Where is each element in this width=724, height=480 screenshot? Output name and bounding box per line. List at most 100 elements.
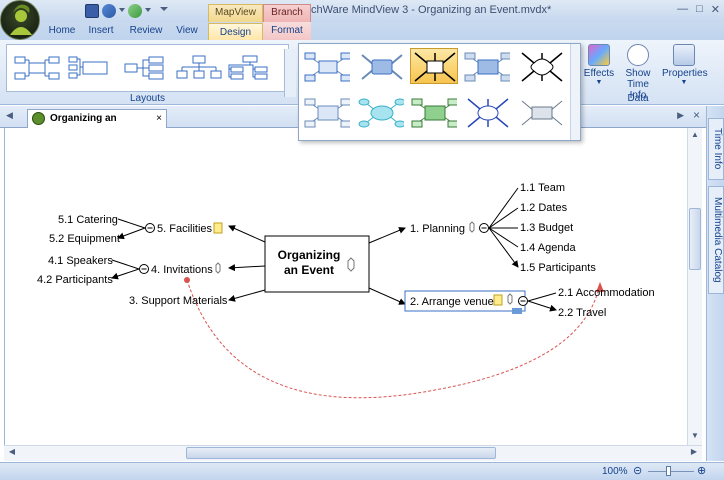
tab-review[interactable]: Review xyxy=(129,25,163,36)
branch-planning[interactable]: 1. Planning xyxy=(410,223,465,235)
horizontal-scroll-thumb[interactable] xyxy=(186,447,496,459)
tab-format[interactable]: Format xyxy=(263,22,311,40)
sub-speakers[interactable]: 4.1 Speakers xyxy=(48,255,113,267)
gallery-style-6[interactable] xyxy=(303,94,351,130)
branch-facilities[interactable]: 5. Facilities xyxy=(157,223,213,235)
undo-icon[interactable] xyxy=(102,4,116,18)
gallery-style-8[interactable] xyxy=(410,94,458,130)
effects-dropdown-icon: ▼ xyxy=(595,79,603,86)
properties-button[interactable]: Properties ▼ xyxy=(662,44,708,86)
maximize-icon[interactable]: □ xyxy=(696,3,703,15)
quick-access-toolbar xyxy=(42,3,168,19)
horizontal-scrollbar[interactable]: ◀ ▶ xyxy=(4,445,702,461)
zoom-slider-thumb[interactable] xyxy=(666,466,671,476)
minimize-icon[interactable]: — xyxy=(677,3,689,15)
mindmap-canvas[interactable]: Organizing an Event 1. Planning 1.1 Team… xyxy=(4,128,687,445)
tab-insert[interactable]: Insert xyxy=(88,25,114,36)
undo-dropdown-icon[interactable] xyxy=(119,8,125,14)
time-info-tab[interactable]: Time Info xyxy=(708,118,724,180)
branch-arrange-venue[interactable]: 2. Arrange venue xyxy=(410,296,494,308)
zoom-slider-track[interactable] xyxy=(648,471,694,472)
app-menu-button[interactable] xyxy=(0,0,40,40)
tab-scroll-left-icon[interactable]: ◀ xyxy=(6,110,13,120)
root-node[interactable] xyxy=(264,235,370,293)
sub-catering[interactable]: 5.1 Catering xyxy=(58,214,118,226)
sub-dates[interactable]: 1.2 Dates xyxy=(520,202,568,214)
save-icon[interactable] xyxy=(85,4,99,18)
scroll-right-icon[interactable]: ▶ xyxy=(690,447,698,456)
tab-design[interactable]: Design xyxy=(208,23,263,41)
mindmap-drawing: Organizing an Event 1. Planning 1.1 Team… xyxy=(37,182,655,399)
planning-attachment-icon xyxy=(469,221,475,233)
root-label-2: an Event xyxy=(284,263,334,277)
relationship-start-handle[interactable] xyxy=(184,277,190,283)
gallery-style-4[interactable] xyxy=(463,48,511,84)
branch-support-materials[interactable]: 3. Support Materials xyxy=(129,295,228,307)
layout-left-icon[interactable] xyxy=(121,55,169,81)
layout-right-icon[interactable] xyxy=(67,55,115,81)
show-time-info-label-2: Time Info xyxy=(627,79,649,101)
gallery-style-9[interactable] xyxy=(463,94,511,130)
vertical-scrollbar[interactable]: ▲ ▼ xyxy=(687,128,702,445)
customize-qat-icon[interactable] xyxy=(160,7,168,15)
branch-style-gallery xyxy=(298,43,581,141)
tab-view[interactable]: View xyxy=(176,25,198,36)
show-time-info-button[interactable]: Show Time Info xyxy=(618,44,658,101)
gallery-scrollbar[interactable] xyxy=(570,44,580,140)
properties-icon xyxy=(673,44,695,66)
sub-participants-invitations[interactable]: 4.2 Participants xyxy=(37,274,113,286)
zoom-out-icon[interactable]: ⊝ xyxy=(633,465,643,477)
sub-budget[interactable]: 1.3 Budget xyxy=(520,222,573,234)
venue-more-icon[interactable] xyxy=(512,308,522,314)
layouts-scroll[interactable] xyxy=(284,49,296,97)
effects-button[interactable]: Effects ▼ xyxy=(583,44,615,86)
context-tab-branch: Branch xyxy=(263,4,311,22)
scroll-left-icon[interactable]: ◀ xyxy=(8,447,16,456)
sub-agenda[interactable]: 1.4 Agenda xyxy=(520,242,577,254)
gallery-style-10[interactable] xyxy=(517,94,565,130)
scroll-up-icon[interactable]: ▲ xyxy=(691,130,699,139)
gallery-style-7[interactable] xyxy=(357,94,405,130)
show-time-info-label-1: Show xyxy=(625,68,651,79)
sub-equipment[interactable]: 5.2 Equipment xyxy=(49,233,120,245)
relationship-line[interactable] xyxy=(186,279,601,399)
layout-topdown-icon[interactable] xyxy=(175,55,223,81)
layout-outline-icon[interactable] xyxy=(227,55,275,81)
close-icon[interactable]: ✕ xyxy=(710,4,720,16)
multimedia-catalog-tab[interactable]: Multimedia Catalog xyxy=(708,186,724,294)
relationship-end-arrow xyxy=(596,282,604,292)
sub-participants-planning[interactable]: 1.5 Participants xyxy=(520,262,596,274)
sub-accommodation[interactable]: 2.1 Accommodation xyxy=(558,287,655,299)
tab-scroll-right-icon[interactable]: ▶ xyxy=(677,110,684,120)
context-tab-mapview: MapView xyxy=(208,4,263,22)
sub-team[interactable]: 1.1 Team xyxy=(520,182,565,194)
close-tab-strip-icon[interactable]: × xyxy=(692,108,700,122)
zoom-in-icon[interactable]: ⊕ xyxy=(697,465,707,477)
properties-dropdown-icon: ▼ xyxy=(680,79,688,86)
facilities-note-icon xyxy=(213,222,223,234)
gallery-style-5[interactable] xyxy=(517,48,565,84)
status-bar: 100% ⊝ ⊕ xyxy=(0,462,724,480)
title-bar: MatchWare MindView 3 - Organizing an Eve… xyxy=(0,0,724,22)
venue-attachment-icon xyxy=(507,293,513,305)
layouts-gallery xyxy=(6,44,296,97)
clock-icon xyxy=(627,44,649,66)
branch-invitations[interactable]: 4. Invitations xyxy=(151,264,213,276)
layout-mindmap-icon[interactable] xyxy=(13,55,61,81)
document-tab[interactable]: Organizing an Event.mvdx* × xyxy=(27,109,167,141)
data-group-label: Data xyxy=(627,93,649,104)
redo-icon[interactable] xyxy=(128,4,142,18)
sub-travel[interactable]: 2.2 Travel xyxy=(558,307,606,319)
effects-icon xyxy=(588,44,610,66)
tab-home[interactable]: Home xyxy=(48,25,76,36)
gallery-style-3[interactable] xyxy=(410,48,458,84)
gallery-style-1[interactable] xyxy=(303,48,351,84)
layouts-group-label: Layouts xyxy=(129,93,166,104)
scroll-down-icon[interactable]: ▼ xyxy=(691,431,699,440)
vertical-scroll-thumb[interactable] xyxy=(689,208,701,270)
gallery-style-2[interactable] xyxy=(357,48,405,84)
redo-dropdown-icon[interactable] xyxy=(145,8,151,14)
effects-label: Effects xyxy=(583,68,615,79)
venue-note-icon xyxy=(493,294,503,306)
close-document-icon[interactable]: × xyxy=(156,113,162,124)
